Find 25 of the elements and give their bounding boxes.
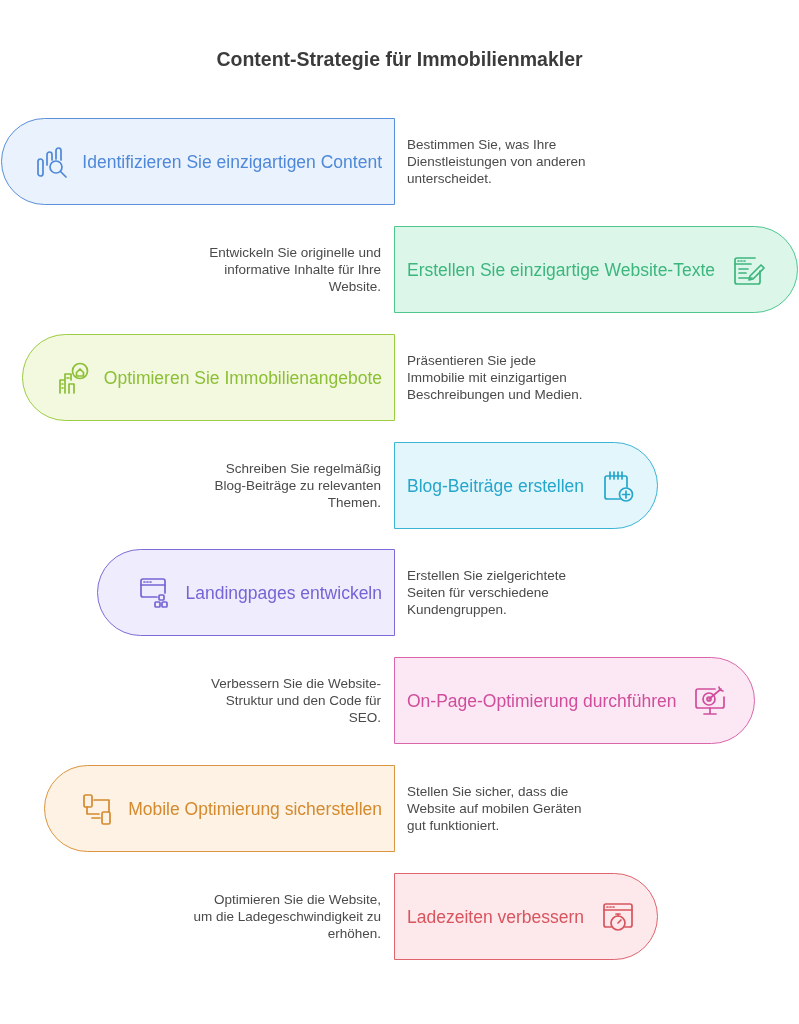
description-text: Präsentieren Sie jede Immobilie mit einzigartigen Beschreibungen und Medien. [407,352,584,403]
step-card [394,226,798,313]
step-title: Optimieren Sie Immobilienangebote [103,366,382,389]
step-card [394,442,658,529]
step-card [394,657,755,744]
description-text: Erstellen Sie zielgerichtete Seiten für verschiedene Kundengruppen. [407,567,568,618]
step-title: Identifizieren Sie einzigartigen Content [82,150,382,173]
step-title: Ladezeiten verbessern [407,905,585,928]
step-title: Mobile Optimierung sicherstellen [128,797,382,820]
step-card [394,873,658,960]
description-text: Stellen Sie sicher, dass die Website auf mobilen Geräten gut funktioniert. [407,783,583,834]
step-card [1,118,395,205]
description-text: Schreiben Sie regelmäßig Blog-Beiträge zu relevanten Themen. [213,460,381,511]
step-card [22,334,395,421]
step-title: Blog-Beiträge erstellen [407,474,585,497]
description-text: Entwickeln Sie originelle und informative Inhalte für Ihre Website. [208,244,381,295]
step-title: Erstellen Sie einzigartige Website-Texte [407,258,716,281]
description-text: Bestimmen Sie, was Ihre Dienstleistungen von anderen unterscheidet. [407,136,587,187]
description-text: Verbessern Sie die Website-Struktur und den Code für SEO. [209,675,381,726]
description-text: Optimieren Sie die Website, um die Ladegeschwindigkeit zu erhöhen. [192,891,381,942]
step-title: Landingpages entwickeln [185,581,382,604]
step-card [97,549,395,636]
step-title: On-Page-Optimierung durchführen [407,689,677,712]
diagram-title: Content-Strategie für Immobilienmakler [216,47,583,71]
step-card [44,765,395,852]
